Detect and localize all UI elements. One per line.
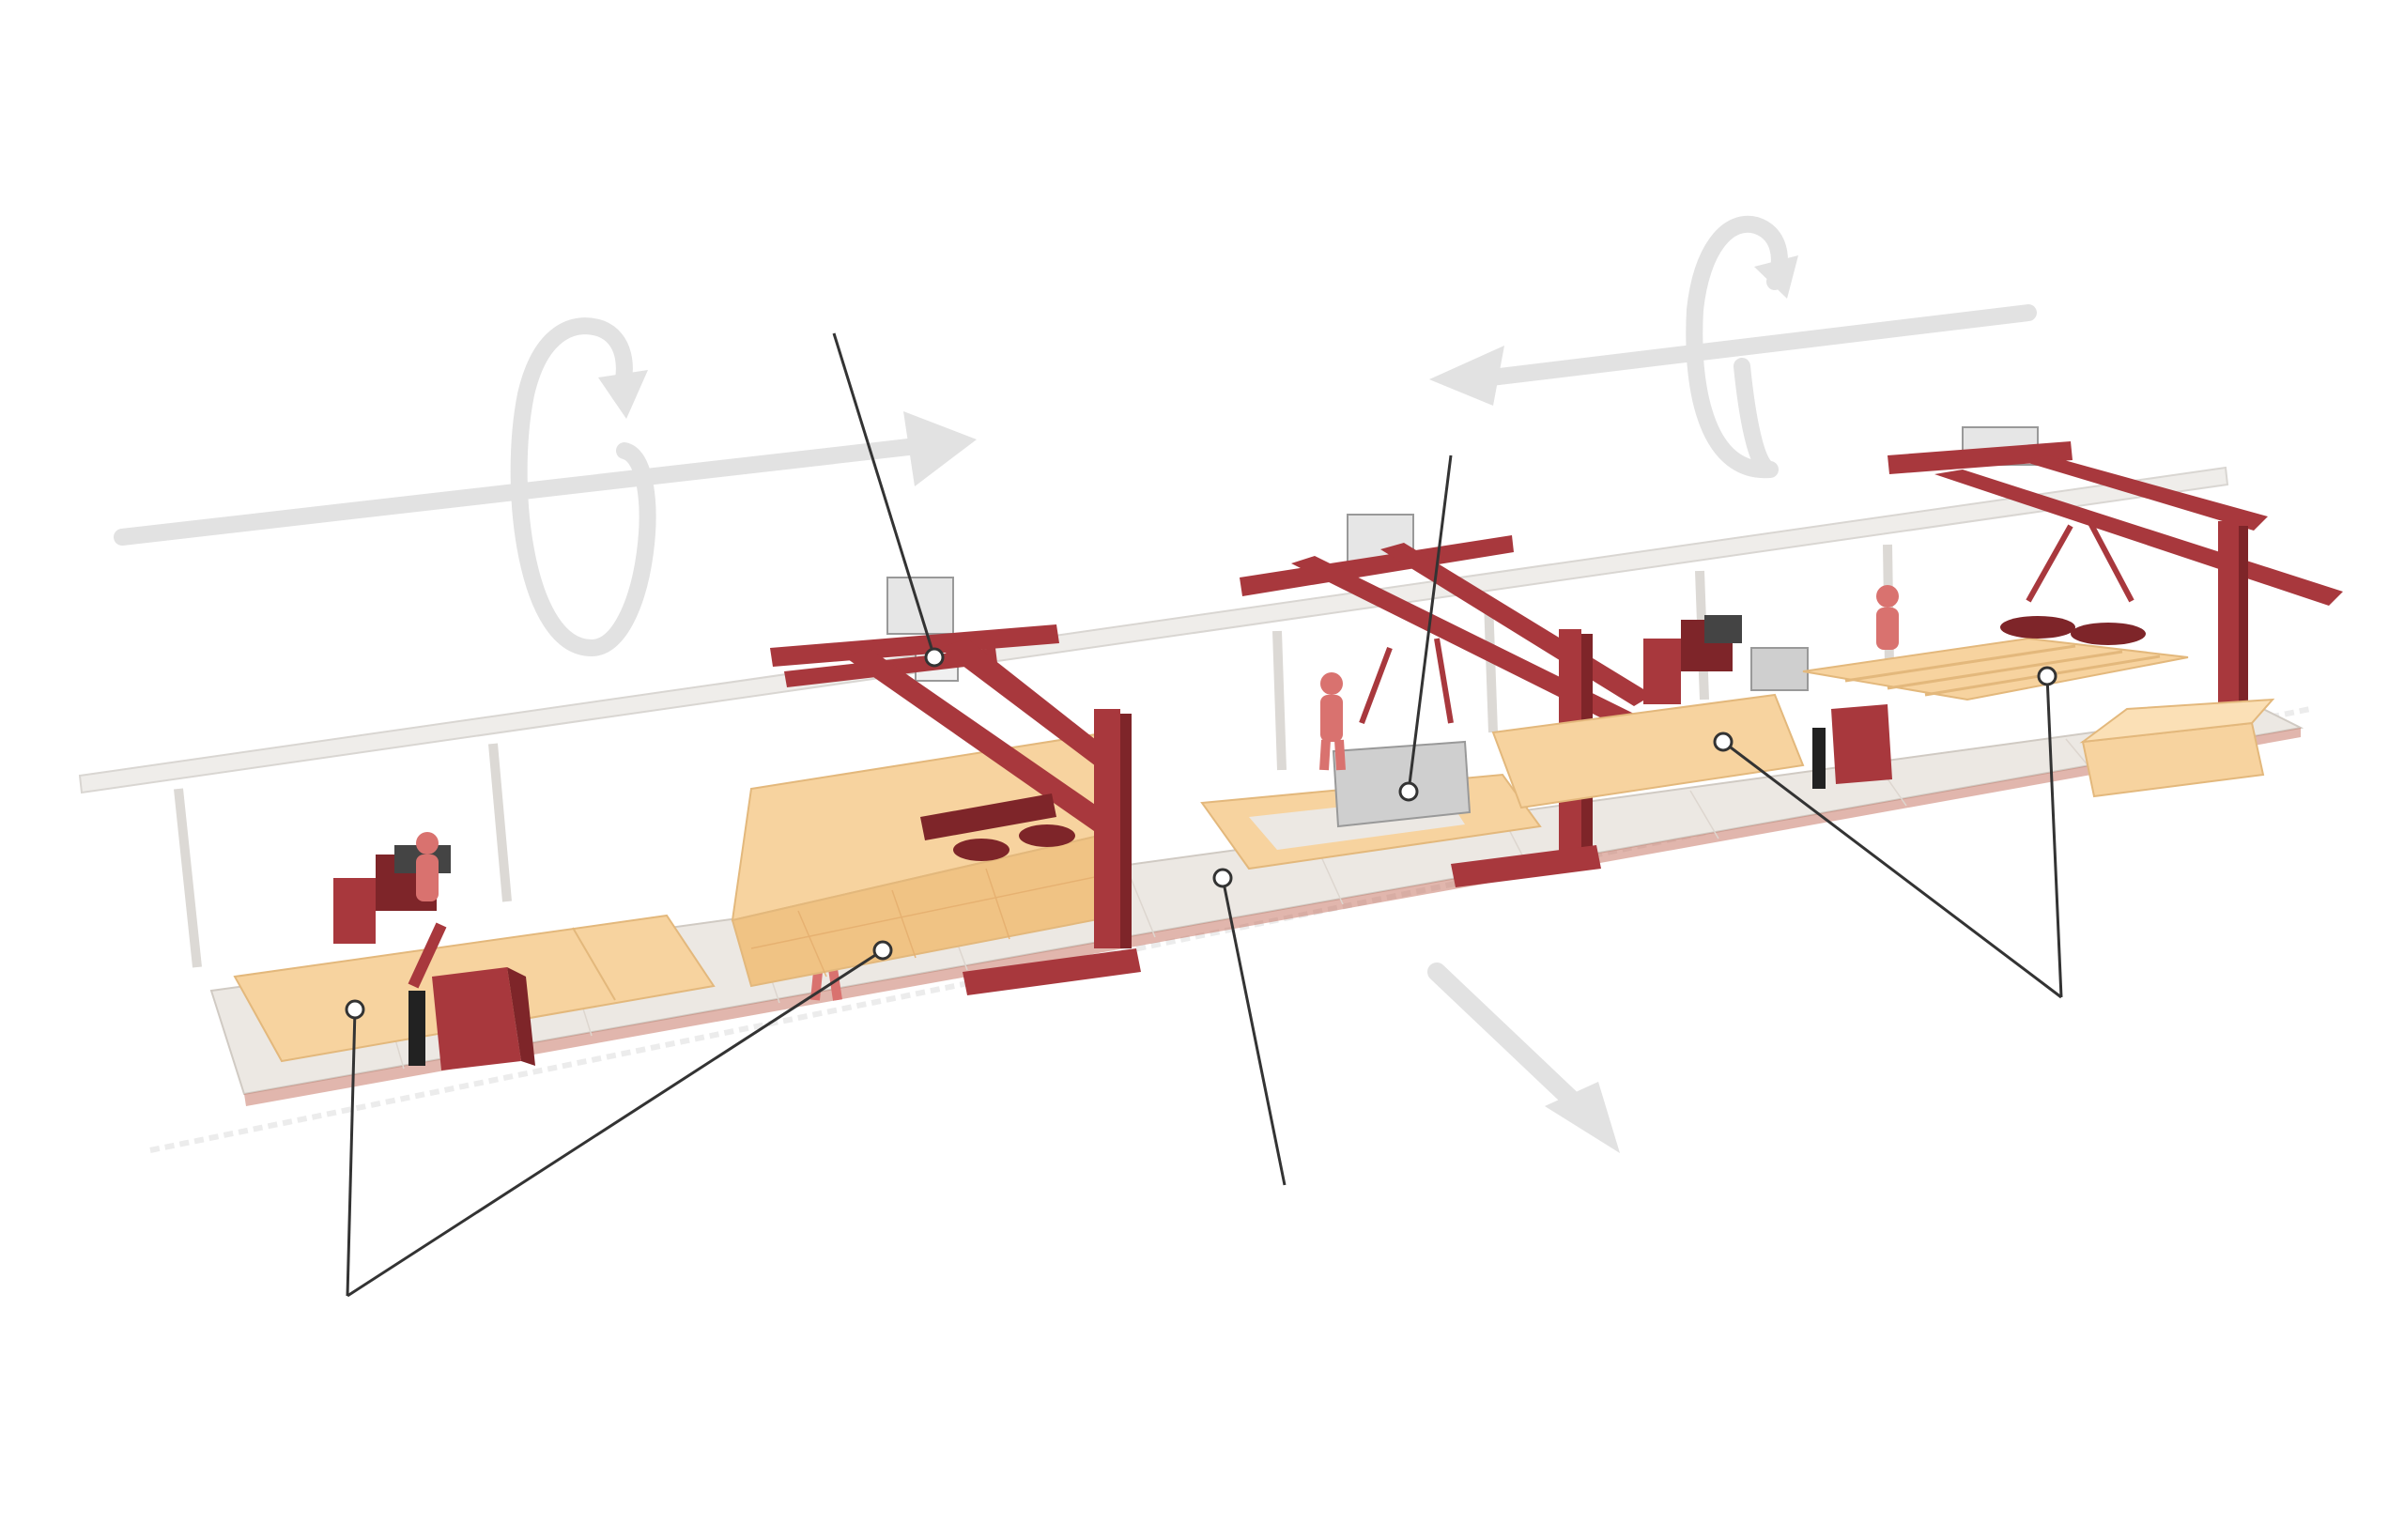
operator-figure: [1319, 672, 1346, 771]
vacuum-gripper: [1332, 740, 1472, 828]
station-framing-table: [1200, 514, 1653, 887]
operator-seat: [333, 878, 376, 944]
finished-panels: [1802, 637, 2189, 701]
operator-figure: [416, 832, 439, 901]
operator-figure: [1876, 585, 1899, 650]
control-cabinet: [886, 577, 954, 635]
callouts: [345, 332, 2063, 1298]
bridge-frame: [432, 967, 521, 1070]
flow-arrows: [114, 215, 2037, 1153]
bridge-crossbeam: [770, 624, 1059, 667]
callout-gantry-unit-2: [1398, 454, 1453, 802]
station-butterfly-table: [1802, 426, 2343, 798]
callout-gantry-unit-1: [832, 332, 945, 668]
outfeed-arrow: [1427, 962, 1620, 1153]
infeed-arrow: [114, 317, 977, 656]
wall-panel: [1491, 693, 1805, 809]
station-nailing-bridge-2: [1491, 615, 1892, 809]
return-arrow: [1429, 215, 2037, 479]
callout-wall-panels: [345, 940, 893, 1298]
overhead-rail: [78, 466, 2229, 968]
callout-finished-panels: [1713, 666, 2063, 999]
callout-conveyor-table: [1212, 868, 1287, 1186]
